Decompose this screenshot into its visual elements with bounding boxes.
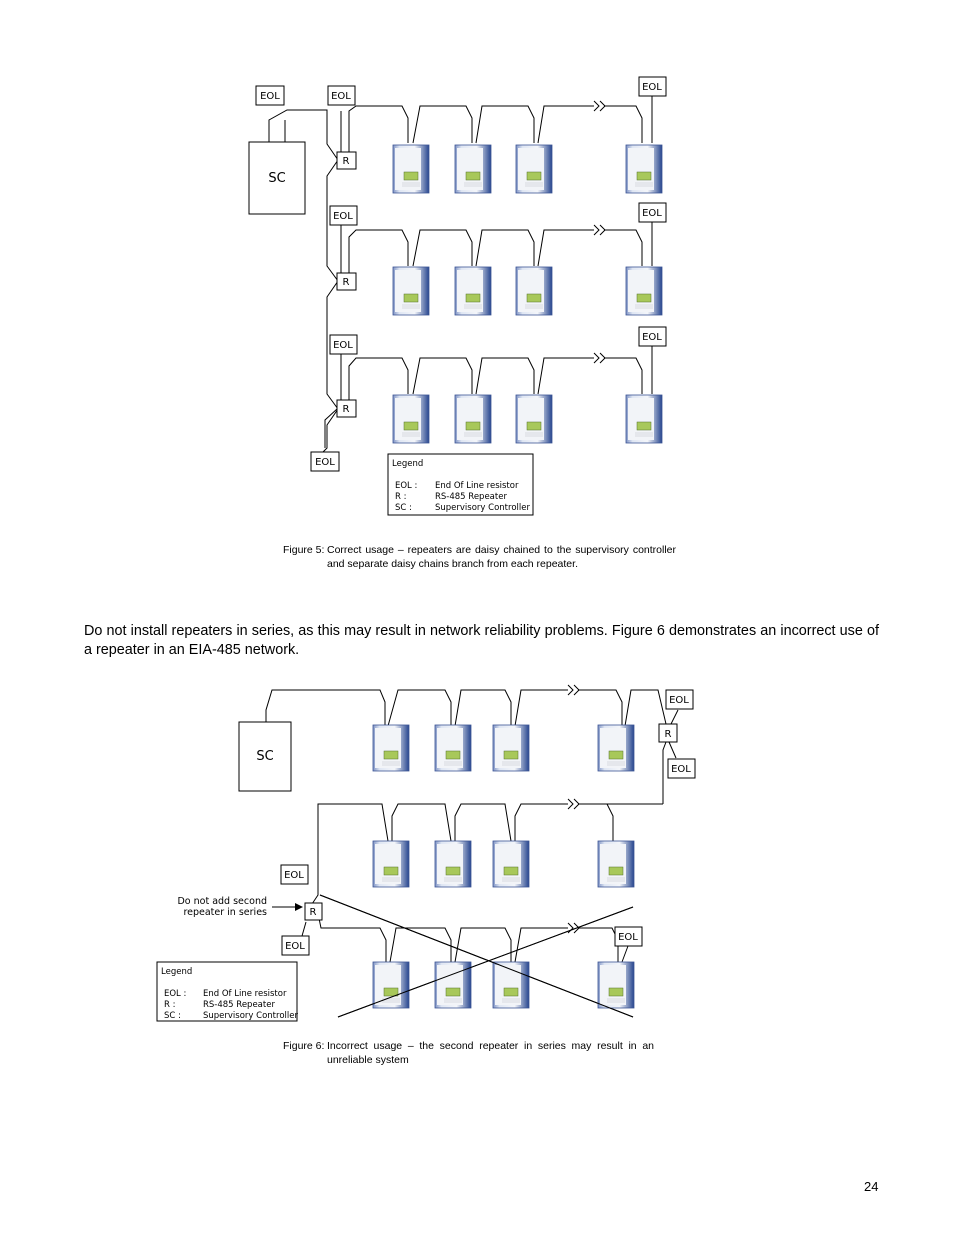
supervisory-controller-box bbox=[248, 141, 306, 215]
eol-label: EOL bbox=[331, 91, 351, 102]
supervisory-controller-box bbox=[238, 721, 292, 792]
eol-label: EOL bbox=[618, 932, 638, 943]
caption-text: Correct usage – repeaters are daisy chai… bbox=[327, 544, 676, 570]
legend-box bbox=[156, 961, 298, 1022]
eol-label: EOL bbox=[669, 695, 689, 706]
legend-value: RS-485 Repeater bbox=[435, 492, 507, 502]
sc-label: SC bbox=[256, 749, 273, 764]
legend-key: SC : bbox=[164, 1011, 181, 1021]
legend-value: End Of Line resistor bbox=[203, 989, 287, 999]
figure-6-diagram: EOL EOL EOL EOL EOL R R SC Do not add se… bbox=[156, 684, 696, 1022]
legend-value: End Of Line resistor bbox=[435, 481, 519, 491]
repeater-label: R bbox=[343, 156, 350, 167]
repeater-box bbox=[336, 399, 357, 418]
eol-label: EOL bbox=[642, 332, 662, 343]
page-number: 24 bbox=[864, 1179, 879, 1194]
legend-value: Supervisory Controller bbox=[435, 503, 530, 513]
legend-key: EOL : bbox=[164, 989, 186, 999]
repeater-box bbox=[336, 272, 357, 291]
figure-label: Figure 6: bbox=[283, 1040, 325, 1052]
legend-value: RS-485 Repeater bbox=[203, 1000, 275, 1010]
eol-label: EOL bbox=[333, 340, 353, 351]
annotation-line-1: Do not add second bbox=[177, 896, 267, 907]
repeater-box bbox=[658, 723, 678, 743]
sc-label: SC bbox=[268, 171, 285, 186]
figure-5-diagram: EOL EOL EOL EOL EOL EOL EOL EOL R R R SC… bbox=[248, 76, 667, 516]
caption-text: Incorrect usage – the second repeater in… bbox=[327, 1040, 654, 1066]
repeater-label: R bbox=[665, 729, 672, 740]
figure-label: Figure 5: bbox=[283, 544, 325, 556]
legend-key: EOL : bbox=[395, 481, 417, 491]
legend-title: Legend bbox=[392, 459, 423, 469]
eol-label: EOL bbox=[315, 457, 335, 468]
eol-label: EOL bbox=[260, 91, 280, 102]
figure-6-caption: Figure 6: Incorrect usage – the second r… bbox=[283, 1039, 654, 1069]
legend-key: SC : bbox=[395, 503, 412, 513]
legend-box bbox=[387, 453, 534, 516]
legend-title: Legend bbox=[161, 967, 192, 977]
figure-5-caption: Figure 5: Correct usage – repeaters are … bbox=[283, 543, 676, 573]
body-paragraph: Do not install repeaters in series, as t… bbox=[84, 623, 879, 658]
annotation-line-2: repeater in series bbox=[183, 907, 267, 918]
legend: Legend EOL : End Of Line resistor R : RS… bbox=[392, 459, 530, 513]
repeater-label: R bbox=[310, 907, 317, 918]
repeater-box bbox=[304, 902, 323, 921]
eol-label: EOL bbox=[671, 764, 691, 775]
legend-key: R : bbox=[164, 1000, 175, 1010]
repeater-label: R bbox=[343, 404, 350, 415]
repeater-box bbox=[336, 151, 357, 170]
eol-label: EOL bbox=[285, 941, 305, 952]
repeater-label: R bbox=[343, 277, 350, 288]
legend-value: Supervisory Controller bbox=[203, 1011, 298, 1021]
legend-key: R : bbox=[395, 492, 406, 502]
legend: Legend EOL : End Of Line resistor R : RS… bbox=[161, 967, 298, 1021]
eol-label: EOL bbox=[333, 211, 353, 222]
eol-label: EOL bbox=[642, 82, 662, 93]
eol-label: EOL bbox=[284, 870, 304, 881]
eol-label: EOL bbox=[642, 208, 662, 219]
